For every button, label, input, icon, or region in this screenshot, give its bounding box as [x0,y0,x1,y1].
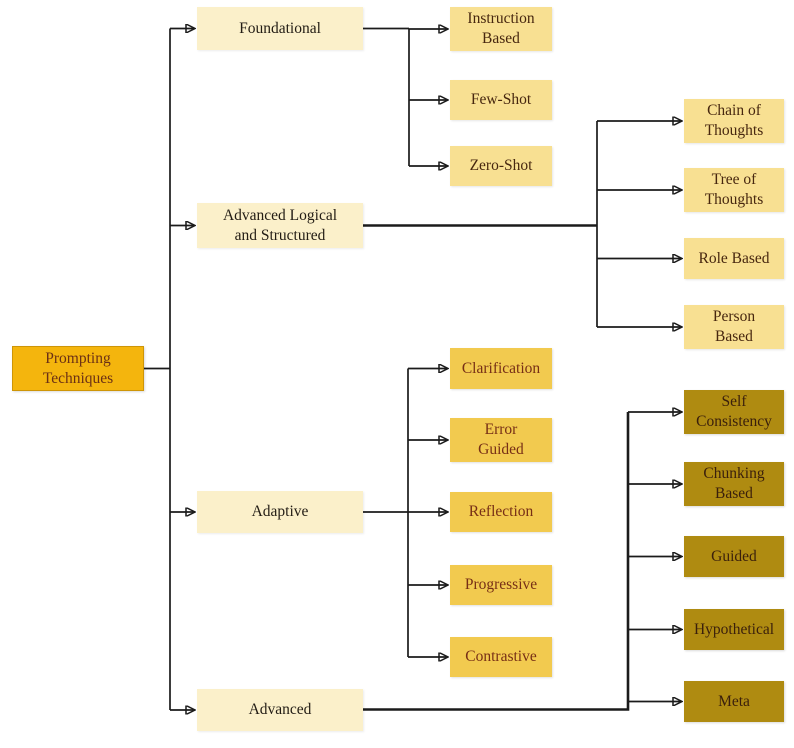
node-error-guided: Error Guided [450,418,552,462]
trunk-edges [144,29,195,711]
advanced-edges [363,412,682,711]
node-progressive: Progressive [450,565,552,605]
node-chunking-based: Chunking Based [684,462,784,506]
node-advanced-logical-and-structured: Advanced Logical and Structured [197,203,363,248]
node-adaptive: Adaptive [197,491,363,533]
node-person-based: Person Based [684,305,784,349]
node-chain-of-thoughts: Chain of Thoughts [684,99,784,143]
node-meta: Meta [684,681,784,722]
node-zero-shot: Zero-Shot [450,146,552,186]
foundational-edges [363,29,448,167]
node-prompting-techniques: Prompting Techniques [12,346,144,391]
adaptive-edges [363,369,448,658]
node-advanced: Advanced [197,689,363,731]
node-instruction-based: Instruction Based [450,7,552,51]
node-clarification: Clarification [450,348,552,389]
node-guided: Guided [684,536,784,577]
node-role-based: Role Based [684,238,784,279]
node-reflection: Reflection [450,492,552,532]
node-foundational: Foundational [197,7,363,50]
advanced-logical-edges [363,121,682,327]
node-self-consistency: Self Consistency [684,390,784,434]
node-few-shot: Few-Shot [450,80,552,120]
node-tree-of-thoughts: Tree of Thoughts [684,168,784,212]
node-hypothetical: Hypothetical [684,609,784,650]
node-contrastive: Contrastive [450,637,552,677]
